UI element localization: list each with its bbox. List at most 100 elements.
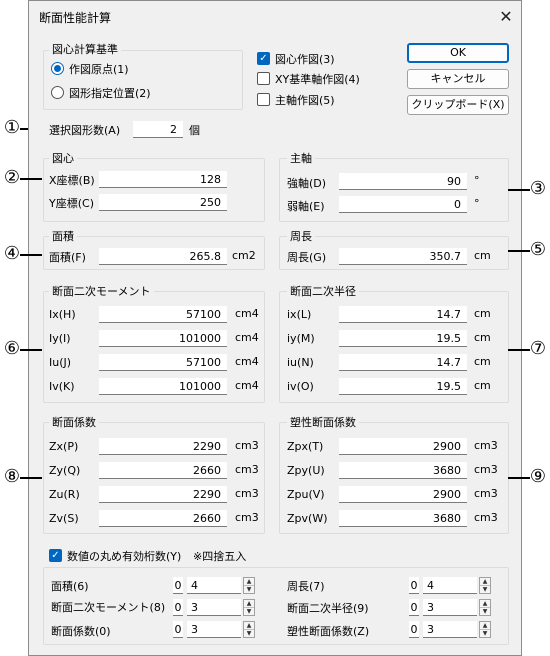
modulus-row-field[interactable]: 2660 — [99, 510, 227, 527]
radius-row-label: iv(O) — [287, 380, 314, 393]
moment-row-field[interactable]: 101000 — [99, 378, 227, 395]
selected-count-field[interactable]: 2 — [133, 121, 183, 138]
rounding-row-spinner[interactable]: ▲▼ — [243, 621, 255, 638]
cancel-button[interactable]: キャンセル — [407, 69, 509, 89]
moment-row-field[interactable]: 101000 — [99, 330, 227, 347]
checkbox-draw-centroid[interactable]: ✓ — [257, 52, 270, 65]
modulus-row-field[interactable]: 2660 — [99, 462, 227, 479]
checkbox-rounding[interactable]: ✓ — [49, 549, 62, 562]
plastic-row-unit: cm3 — [474, 487, 498, 500]
rounding-row-field[interactable]: 3 — [423, 621, 477, 638]
rounding-row-spinner[interactable]: ▲▼ — [479, 577, 491, 594]
rounding-row-small-field[interactable]: 0 — [409, 621, 419, 638]
rounding-row-field[interactable]: 3 — [187, 621, 241, 638]
checkbox-draw-xy-axis-label[interactable]: XY基準軸作図(4) — [275, 73, 360, 86]
radius-row-field[interactable]: 14.7 — [339, 354, 467, 371]
modulus-row-field[interactable]: 2290 — [99, 486, 227, 503]
area-group — [43, 236, 265, 270]
plastic-row-field[interactable]: 3680 — [339, 462, 467, 479]
centroid-basis-label: 図心計算基準 — [49, 41, 121, 57]
rounding-label[interactable]: 数値の丸め有効桁数(Y) — [67, 550, 182, 563]
rounding-row-spinner[interactable]: ▲▼ — [479, 621, 491, 638]
marker-connector — [20, 128, 28, 130]
plastic-row-label: Zpu(V) — [287, 488, 325, 501]
weak-axis-field[interactable]: 0 — [339, 196, 467, 213]
modulus-row-field[interactable]: 2290 — [99, 438, 227, 455]
spin-down-icon[interactable]: ▼ — [482, 630, 488, 637]
spin-up-icon[interactable]: ▲ — [244, 578, 254, 586]
rounding-row-small-field[interactable]: 0 — [173, 621, 183, 638]
moment-row-field[interactable]: 57100 — [99, 306, 227, 323]
checkbox-draw-xy-axis[interactable] — [257, 72, 270, 85]
strong-axis-field[interactable]: 90 — [339, 173, 467, 190]
spin-down-icon[interactable]: ▼ — [246, 608, 252, 615]
modulus-row-label: Zy(Q) — [49, 464, 81, 477]
moment-row-field[interactable]: 57100 — [99, 354, 227, 371]
plastic-row-unit: cm3 — [474, 439, 498, 452]
plastic-row-field[interactable]: 2900 — [339, 438, 467, 455]
checkbox-draw-centroid-label[interactable]: 図心作図(3) — [275, 53, 335, 66]
spin-down-icon[interactable]: ▼ — [246, 586, 252, 593]
plastic-row-field[interactable]: 2900 — [339, 486, 467, 503]
marker-connector — [508, 349, 530, 351]
rounding-row-field[interactable]: 4 — [423, 577, 477, 594]
plastic-row-label: Zpv(W) — [287, 512, 328, 525]
area-label: 面積(F) — [49, 251, 86, 264]
radius-row-field[interactable]: 14.7 — [339, 306, 467, 323]
radius-row-label: iy(M) — [287, 332, 315, 345]
rounding-row-small-field[interactable]: 0 — [409, 599, 419, 616]
modulus-row-unit: cm3 — [235, 463, 259, 476]
radius-row-field[interactable]: 19.5 — [339, 378, 467, 395]
plastic-row-field[interactable]: 3680 — [339, 510, 467, 527]
centroid-x-label: X座標(B) — [49, 174, 95, 187]
selected-count-label: 選択図形数(A) — [49, 124, 121, 137]
title-bar: 断面性能計算 ✕ — [29, 1, 521, 31]
rounding-row-spinner[interactable]: ▲▼ — [243, 599, 255, 616]
area-field[interactable]: 265.8 — [99, 248, 227, 265]
rounding-row-field[interactable]: 3 — [187, 599, 241, 616]
centroid-y-field[interactable]: 250 — [99, 194, 227, 211]
spin-up-icon[interactable]: ▲ — [244, 622, 254, 630]
spin-down-icon[interactable]: ▼ — [482, 586, 488, 593]
radio-shape-position-label[interactable]: 図形指定位置(2) — [69, 87, 151, 100]
modulus-row-label: Zu(R) — [49, 488, 80, 501]
ok-button[interactable]: OK — [407, 43, 509, 63]
marker-9: ⑨ — [529, 466, 547, 487]
rounding-note: ※四捨五入 — [193, 550, 247, 563]
rounding-row-small-field[interactable]: 0 — [409, 577, 419, 594]
moment-row-label: Iu(J) — [49, 356, 72, 369]
centroid-x-field[interactable]: 128 — [99, 171, 227, 188]
rounding-row-field[interactable]: 4 — [187, 577, 241, 594]
spin-down-icon[interactable]: ▼ — [482, 608, 488, 615]
plastic-group-label: 塑性断面係数 — [287, 414, 359, 430]
principal-axis-label: 主軸 — [287, 150, 315, 166]
plastic-row-unit: cm3 — [474, 511, 498, 524]
rounding-row-small-field[interactable]: 0 — [173, 577, 183, 594]
clipboard-button[interactable]: クリップボード(X) — [407, 95, 509, 115]
checkbox-draw-principal-axis-label[interactable]: 主軸作図(5) — [275, 94, 335, 107]
rounding-row-small-field[interactable]: 0 — [173, 599, 183, 616]
rounding-row-label: 塑性断面係数(Z) — [287, 625, 370, 638]
radius-row-field[interactable]: 19.5 — [339, 330, 467, 347]
radio-shape-position[interactable] — [51, 86, 64, 99]
checkbox-draw-principal-axis[interactable] — [257, 93, 270, 106]
moment-row-unit: cm4 — [235, 355, 259, 368]
marker-5: ⑤ — [529, 239, 547, 260]
perimeter-field[interactable]: 350.7 — [339, 248, 467, 265]
marker-connector — [20, 254, 42, 256]
radio-draw-origin-label[interactable]: 作図原点(1) — [69, 63, 129, 76]
spin-up-icon[interactable]: ▲ — [480, 578, 490, 586]
spin-down-icon[interactable]: ▼ — [246, 630, 252, 637]
spin-up-icon[interactable]: ▲ — [480, 622, 490, 630]
rounding-row-field[interactable]: 3 — [423, 599, 477, 616]
radius-row-unit: cm — [474, 331, 491, 344]
rounding-row-spinner[interactable]: ▲▼ — [479, 599, 491, 616]
marker-1: ① — [3, 117, 21, 138]
spin-up-icon[interactable]: ▲ — [480, 600, 490, 608]
spin-up-icon[interactable]: ▲ — [244, 600, 254, 608]
rounding-row-label: 断面二次半径(9) — [287, 602, 369, 615]
radio-draw-origin[interactable] — [51, 62, 64, 75]
rounding-row-spinner[interactable]: ▲▼ — [243, 577, 255, 594]
close-button[interactable]: ✕ — [499, 6, 513, 26]
marker-4: ④ — [3, 243, 21, 264]
